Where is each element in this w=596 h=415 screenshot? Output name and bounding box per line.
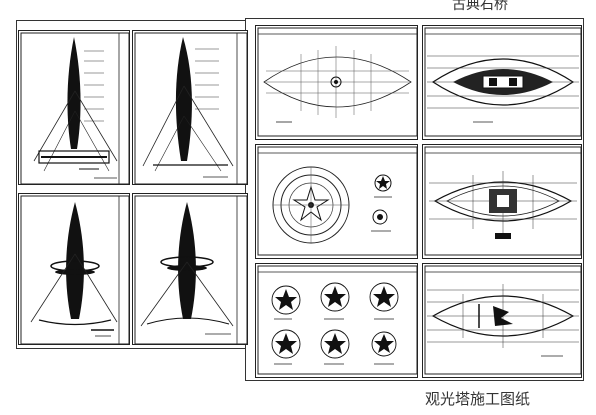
lens-plan-drawing-icon <box>257 27 418 137</box>
tower-elevation-drawing-icon <box>134 195 248 345</box>
top-caption: 古典石桥 <box>452 0 508 13</box>
star-details-drawing-icon <box>257 265 418 375</box>
sheet-tower-elevation-4[interactable] <box>132 193 248 345</box>
sheet-plan-3[interactable] <box>422 144 582 259</box>
sheet-details[interactable] <box>255 263 418 378</box>
bottom-caption: 观光塔施工图纸 <box>425 390 531 408</box>
lens-plan-drawing-icon <box>424 146 582 256</box>
sheet-plan-1[interactable] <box>255 25 418 140</box>
lens-plan-drawing-icon <box>424 265 582 375</box>
sheet-plan-2[interactable] <box>422 25 582 140</box>
sheet-tower-elevation-2[interactable] <box>132 30 248 185</box>
circular-section-drawing-icon <box>257 146 418 256</box>
sheet-plan-4[interactable] <box>422 263 582 378</box>
tower-elevation-drawing-icon <box>134 32 248 185</box>
tower-elevation-drawing-icon <box>20 195 130 345</box>
sheet-tower-elevation-3[interactable] <box>18 193 130 345</box>
sheet-tower-elevation-1[interactable] <box>18 30 130 185</box>
tower-elevation-drawing-icon <box>20 32 130 185</box>
lens-plan-drawing-icon <box>424 27 582 137</box>
sheet-section-1[interactable] <box>255 144 418 259</box>
